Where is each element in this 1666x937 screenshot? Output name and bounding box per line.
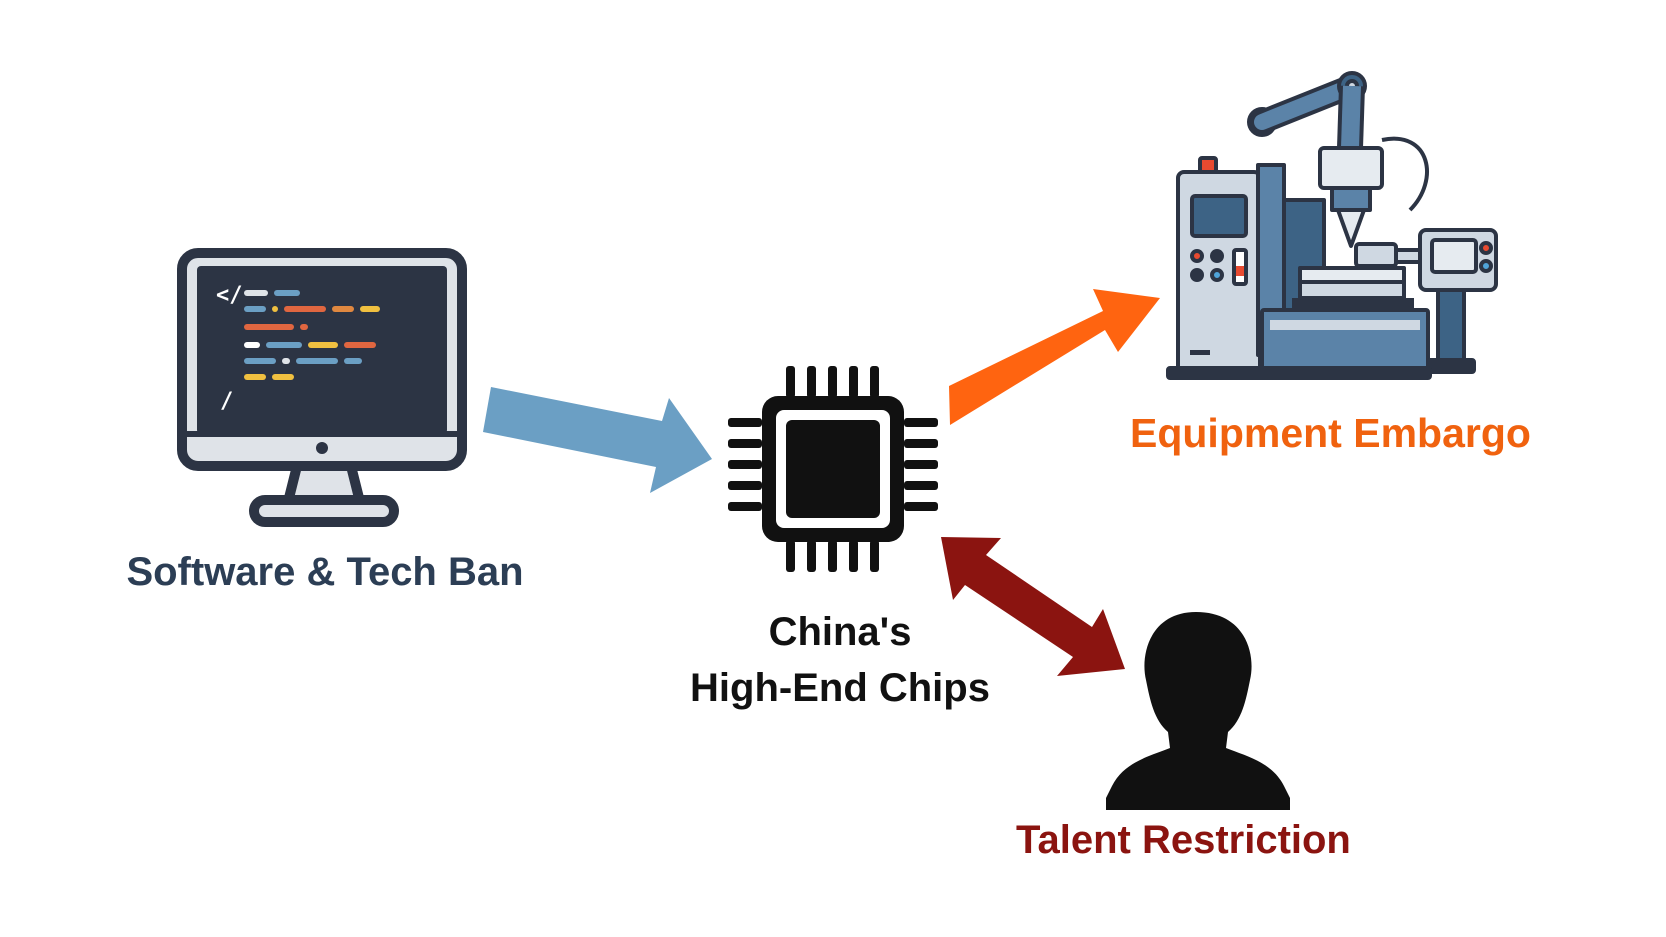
center-label-line-2: High-End Chips bbox=[690, 666, 990, 710]
arrow-software-to-chip bbox=[483, 387, 712, 493]
chip-icon bbox=[728, 366, 938, 572]
china-high-end-chips-label: China's High-End Chips bbox=[640, 604, 1040, 716]
talent-restriction-label: Talent Restriction bbox=[1016, 818, 1351, 862]
center-label-line-1: China's bbox=[768, 610, 912, 654]
monitor-code-icon: </ / bbox=[177, 248, 467, 527]
arrow-chip-talent bbox=[941, 537, 1125, 676]
industrial-machine-icon bbox=[1166, 71, 1498, 380]
person-silhouette-icon bbox=[1106, 612, 1290, 810]
software-tech-ban-label: Software & Tech Ban bbox=[126, 550, 524, 594]
arrow-chip-to-equipment bbox=[949, 289, 1160, 425]
svg-text:/: / bbox=[220, 389, 233, 414]
svg-text:</: </ bbox=[216, 283, 243, 308]
equipment-embargo-label: Equipment Embargo bbox=[1130, 410, 1531, 456]
